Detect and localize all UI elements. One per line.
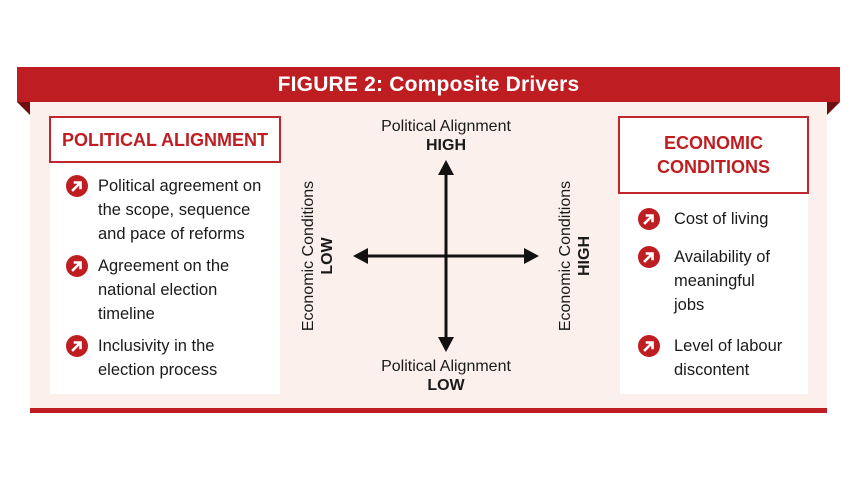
list-item: Inclusivity in the election process bbox=[66, 334, 217, 382]
quadrant-axes bbox=[353, 160, 539, 352]
arrow-up-right-icon bbox=[66, 255, 88, 277]
political-alignment-heading: POLITICAL ALIGNMENT bbox=[49, 116, 281, 163]
figure-title: FIGURE 2: Composite Drivers bbox=[277, 72, 580, 96]
banner-fold-right bbox=[827, 102, 840, 115]
arrow-up-right-icon bbox=[66, 335, 88, 357]
arrow-right-icon bbox=[524, 248, 539, 264]
list-item: Level of labour discontent bbox=[638, 334, 782, 382]
list-item: Availability of meaningful jobs bbox=[638, 245, 770, 317]
arrow-left-icon bbox=[353, 248, 368, 264]
list-item: Agreement on the national election timel… bbox=[66, 254, 229, 326]
axis-label-left: Economic Conditions LOW bbox=[300, 180, 336, 332]
list-item: Political agreement on the scope, sequen… bbox=[66, 174, 261, 246]
economic-conditions-heading: ECONOMIC CONDITIONS bbox=[618, 116, 809, 194]
political-alignment-card bbox=[50, 160, 280, 394]
banner-fold-left bbox=[17, 102, 30, 115]
arrow-up-right-icon bbox=[638, 335, 660, 357]
arrow-down-icon bbox=[438, 337, 454, 352]
arrow-up-right-icon bbox=[638, 208, 660, 230]
axis-label-top: Political Alignment HIGH bbox=[381, 118, 511, 154]
axis-label-right: Economic Conditions HIGH bbox=[557, 180, 593, 332]
arrow-up-right-icon bbox=[638, 246, 660, 268]
bottom-rule bbox=[30, 408, 827, 413]
axis-label-bottom: Political Alignment LOW bbox=[381, 358, 511, 394]
list-item: Cost of living bbox=[638, 207, 768, 231]
arrow-up-icon bbox=[438, 160, 454, 175]
arrow-up-right-icon bbox=[66, 175, 88, 197]
figure-title-banner: FIGURE 2: Composite Drivers bbox=[17, 67, 840, 102]
